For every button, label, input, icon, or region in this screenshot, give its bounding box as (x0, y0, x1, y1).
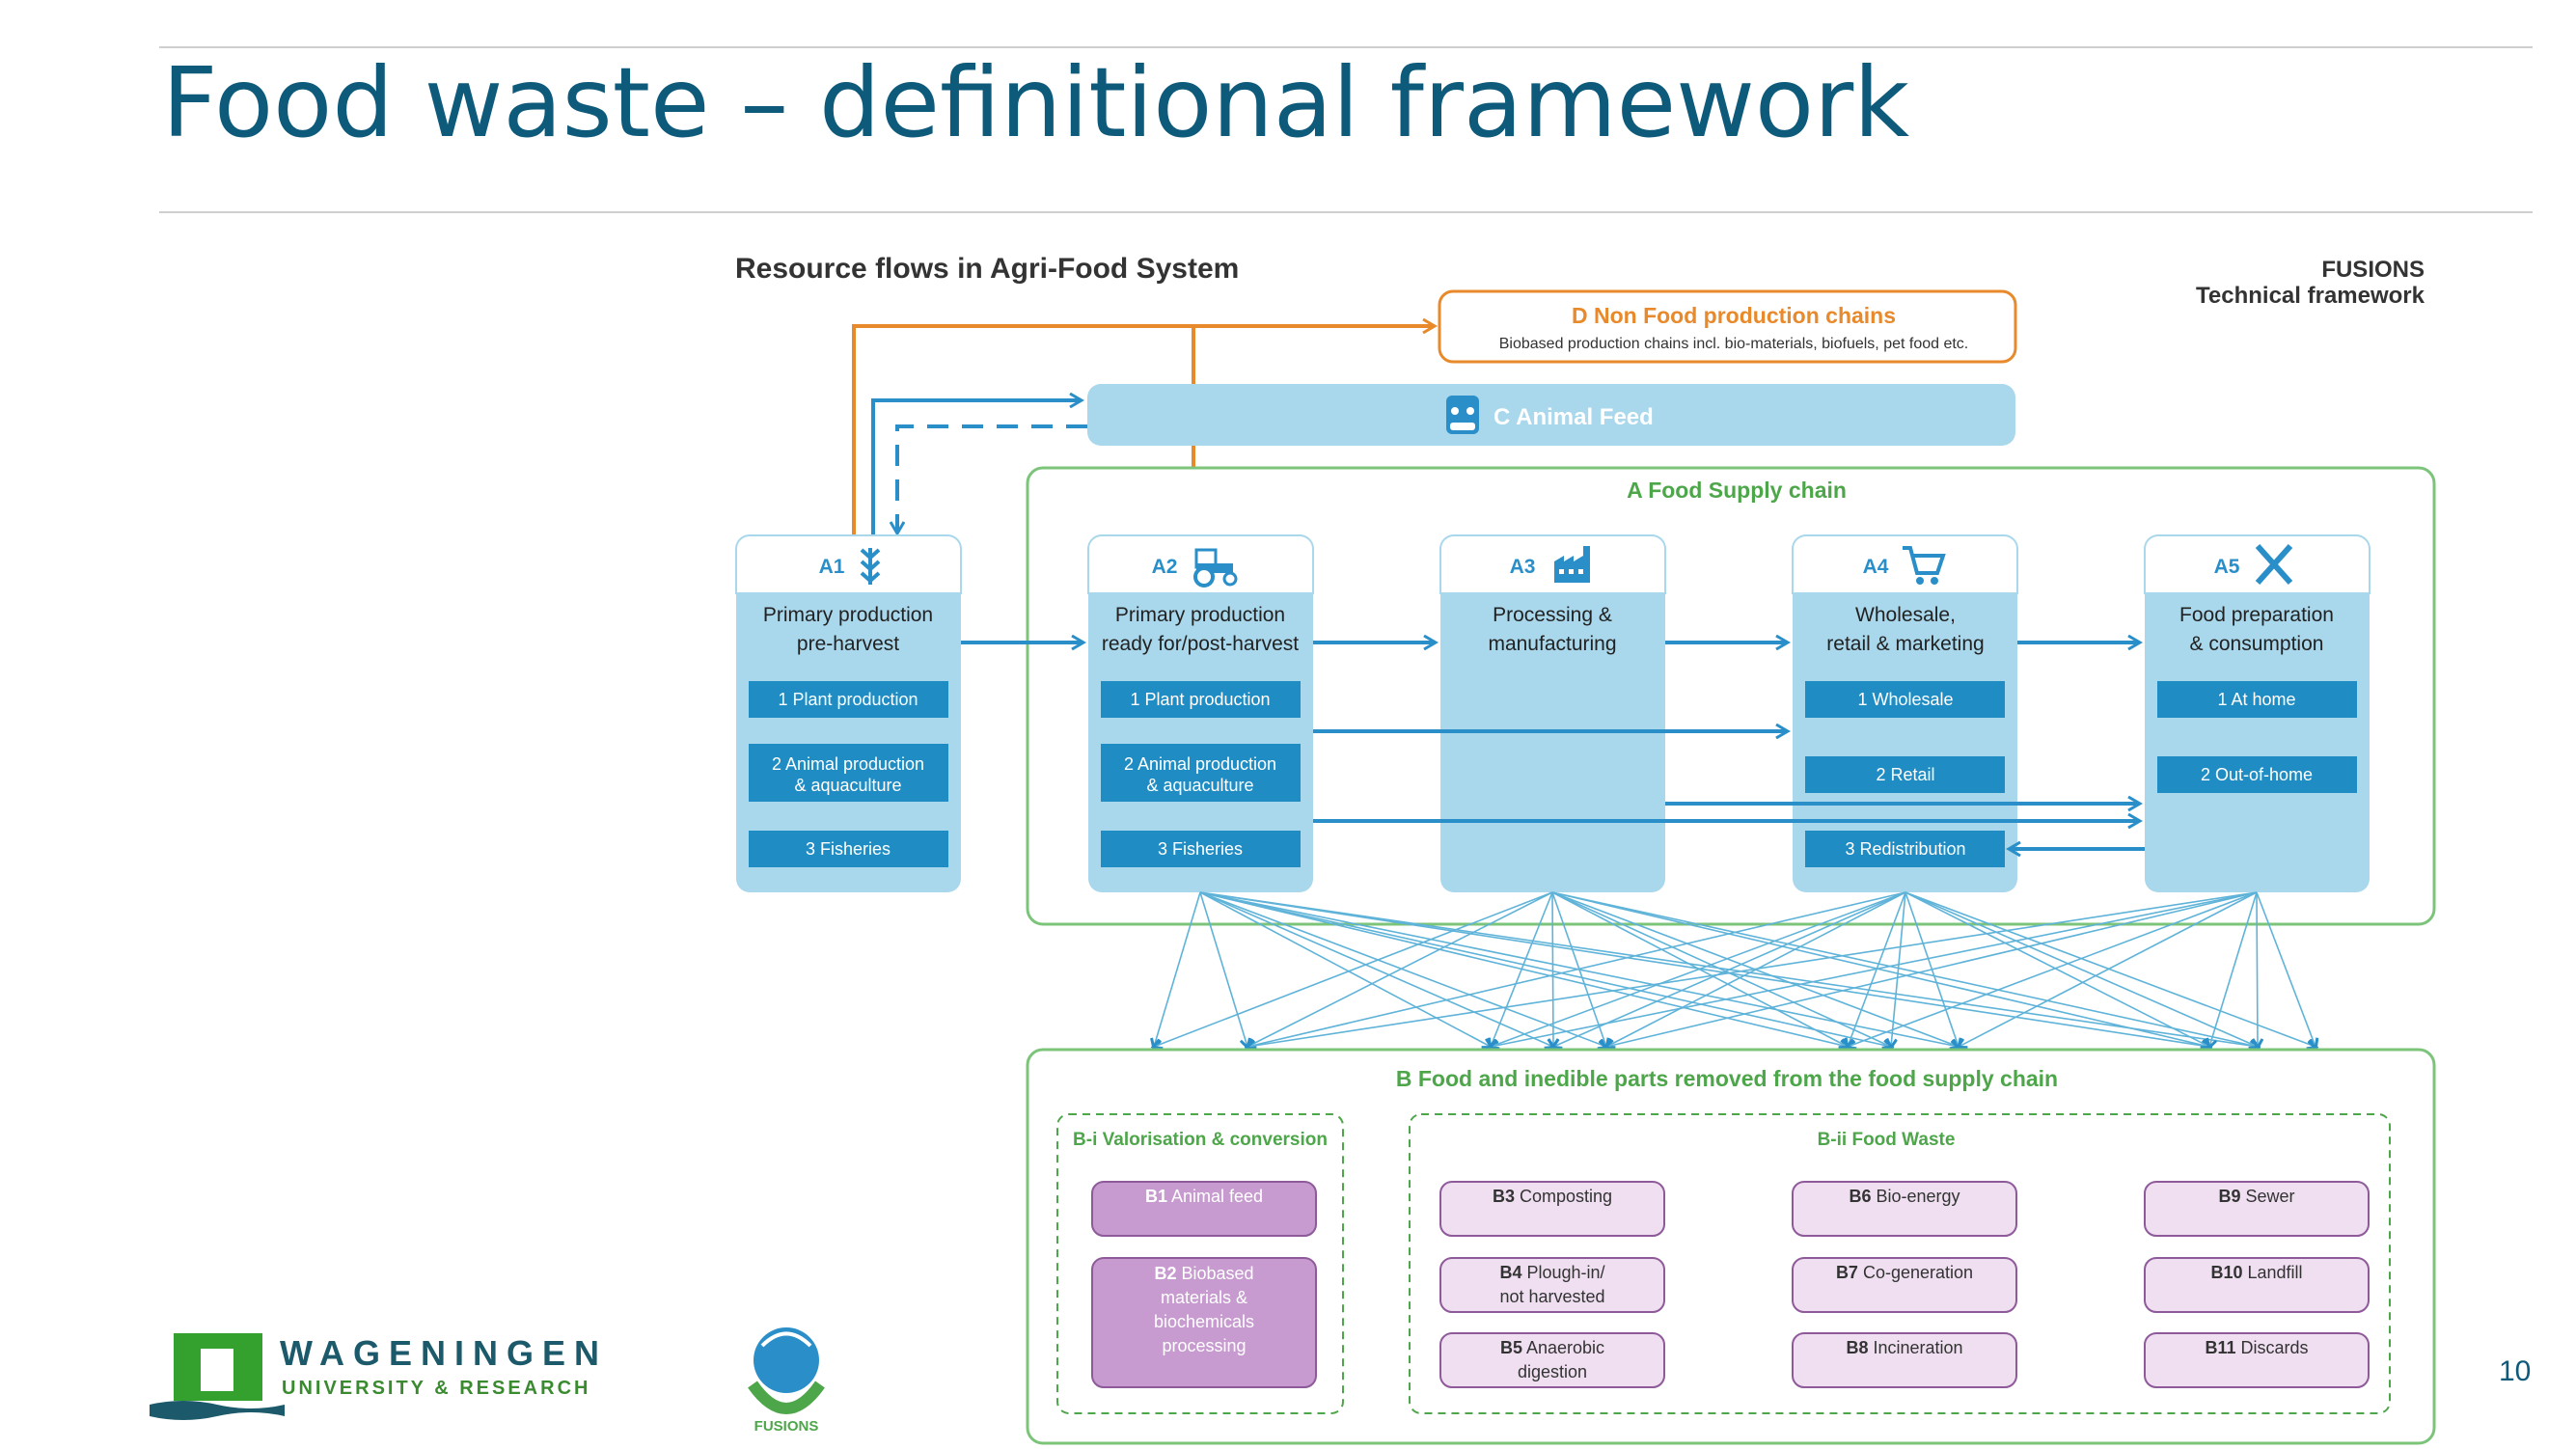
bi-title: B-i Valorisation & conversion (1073, 1130, 1328, 1150)
cow-icon (1446, 396, 1479, 434)
fusions-logo: FUSIONS (748, 1327, 825, 1435)
top-rule (159, 46, 2533, 48)
b3-box: B3 Composting (1439, 1181, 1665, 1237)
b1-box: B1 Animal feed (1091, 1181, 1317, 1237)
bi-group (1056, 1113, 1344, 1414)
svg-text:B3 Composting: B3 Composting (1493, 1187, 1612, 1206)
a1-code: A1 (819, 556, 845, 578)
svg-text:B9 Sewer: B9 Sewer (2218, 1187, 2294, 1206)
svg-text:B6 Bio-energy: B6 Bio-energy (1849, 1187, 1959, 1206)
b5-box: B5 Anaerobic digestion (1439, 1332, 1665, 1388)
page-number: 10 (2499, 1355, 2532, 1387)
slide-title: Food waste – definitional framework (162, 46, 1910, 159)
a4-item-1: 1 Wholesale (1857, 690, 1953, 709)
svg-text:biochemicals: biochemicals (1154, 1312, 1254, 1331)
b11-box: B11 Discards (2144, 1332, 2370, 1388)
a1-line2: pre-harvest (797, 633, 899, 655)
c-animal-feed-box (1087, 384, 2015, 446)
stage-a1: A1 Primary production pre-harvest 1 Plan… (735, 534, 962, 892)
a2-line2: ready for/post-harvest (1102, 633, 1299, 655)
framework-subtitle: Technical framework (2196, 283, 2425, 309)
c-flow-solid (871, 400, 1081, 535)
svg-text:B1 Animal feed: B1 Animal feed (1145, 1187, 1263, 1206)
framework-title: FUSIONS (2321, 257, 2425, 283)
svg-text:B11 Discards: B11 Discards (2205, 1338, 2308, 1357)
a1-item-2: 2 Animal production (772, 754, 924, 774)
a2-code: A2 (1152, 556, 1178, 578)
svg-text:B7 Co-generation: B7 Co-generation (1836, 1263, 1973, 1282)
a4-line2: retail & marketing (1826, 633, 1984, 655)
svg-text:materials &: materials & (1161, 1288, 1247, 1307)
svg-text:B5 Anaerobic: B5 Anaerobic (1500, 1338, 1604, 1357)
c-flow-dashed (897, 424, 1087, 533)
stage-a5: A5 Food preparation & consumption 1 At h… (2144, 534, 2370, 892)
b-title: B Food and inedible parts removed from t… (1396, 1066, 2058, 1091)
a5-line1: Food preparation (2179, 604, 2334, 626)
b10-box: B10 Landfill (2144, 1257, 2370, 1313)
a3-line2: manufacturing (1488, 633, 1616, 655)
wageningen-logo (150, 1333, 285, 1420)
svg-text:B4 Plough-in/: B4 Plough-in/ (1499, 1263, 1604, 1282)
a2-item-1: 1 Plant production (1130, 690, 1270, 709)
diagram-heading: Resource flows in Agri-Food System (735, 253, 1239, 285)
a2-item-2: 2 Animal production (1124, 754, 1276, 774)
b2-box: B2 Biobased materials & biochemicals pro… (1091, 1257, 1317, 1388)
svg-text:B2 Biobased: B2 Biobased (1154, 1264, 1253, 1283)
a-title: A Food Supply chain (1627, 478, 1847, 503)
a3-line1: Processing & (1493, 604, 1612, 626)
title-rule (159, 211, 2533, 213)
b4-box: B4 Plough-in/ not harvested (1439, 1257, 1665, 1313)
svg-text:not harvested: not harvested (1499, 1287, 1604, 1306)
a1-item-2b: & aquaculture (794, 776, 901, 795)
stage-a2: A2 Primary production ready for/post-har… (1087, 534, 1314, 892)
svg-text:B10 Landfill: B10 Landfill (2210, 1263, 2302, 1282)
a5-line2: & consumption (2190, 633, 2324, 655)
a1-line1: Primary production (763, 604, 933, 626)
a3-code: A3 (1510, 556, 1536, 578)
bii-group (1409, 1113, 2391, 1414)
bii-title: B-ii Food Waste (1818, 1130, 1956, 1150)
chain-arrows (961, 642, 2145, 849)
waste-flow-lines (1154, 891, 2316, 1047)
d-subtitle: Biobased production chains incl. bio-mat… (1499, 336, 1969, 352)
stage-a4: A4 Wholesale, retail & marketing 1 Whole… (1792, 534, 2018, 892)
c-label: C Animal Feed (1494, 404, 1654, 430)
a4-item-3: 3 Redistribution (1845, 839, 1965, 859)
b7-box: B7 Co-generation (1792, 1257, 2017, 1313)
factory-icon (1554, 546, 1590, 583)
a5-item-2: 2 Out-of-home (2201, 765, 2313, 784)
cart-icon (1903, 546, 1946, 585)
b8-box: B8 Incineration (1792, 1332, 2017, 1388)
d-non-food-box (1438, 289, 2017, 364)
svg-text:digestion: digestion (1518, 1362, 1587, 1381)
wheat-icon (860, 548, 881, 585)
b-removed-container (1026, 1048, 2436, 1445)
d-title: D Non Food production chains (1572, 303, 1896, 328)
a5-code: A5 (2214, 556, 2240, 578)
a2-item-3: 3 Fisheries (1158, 839, 1243, 859)
orange-flow-a1 (852, 326, 1434, 535)
tractor-icon (1193, 548, 1238, 588)
svg-text:FUSIONS: FUSIONS (754, 1418, 819, 1435)
a1-item-1: 1 Plant production (778, 690, 918, 709)
wur-name: WAGENINGEN (280, 1333, 609, 1373)
a-food-supply-container (1026, 466, 2436, 926)
a4-line1: Wholesale, (1855, 604, 1956, 626)
wur-subtitle: UNIVERSITY & RESEARCH (282, 1378, 591, 1399)
a2-item-2b: & aquaculture (1146, 776, 1253, 795)
b6-box: B6 Bio-energy (1792, 1181, 2017, 1237)
svg-text:processing: processing (1162, 1336, 1246, 1355)
cutlery-icon (2255, 543, 2293, 586)
a4-item-2: 2 Retail (1876, 765, 1934, 784)
svg-text:B8 Incineration: B8 Incineration (1846, 1338, 1962, 1357)
a5-item-1: 1 At home (2217, 690, 2295, 709)
a1-item-3: 3 Fisheries (806, 839, 891, 859)
a2-line1: Primary production (1115, 604, 1285, 626)
a4-code: A4 (1863, 556, 1889, 578)
b9-box: B9 Sewer (2144, 1181, 2370, 1237)
stage-a3: A3 Processing & manufacturing (1439, 534, 1666, 892)
